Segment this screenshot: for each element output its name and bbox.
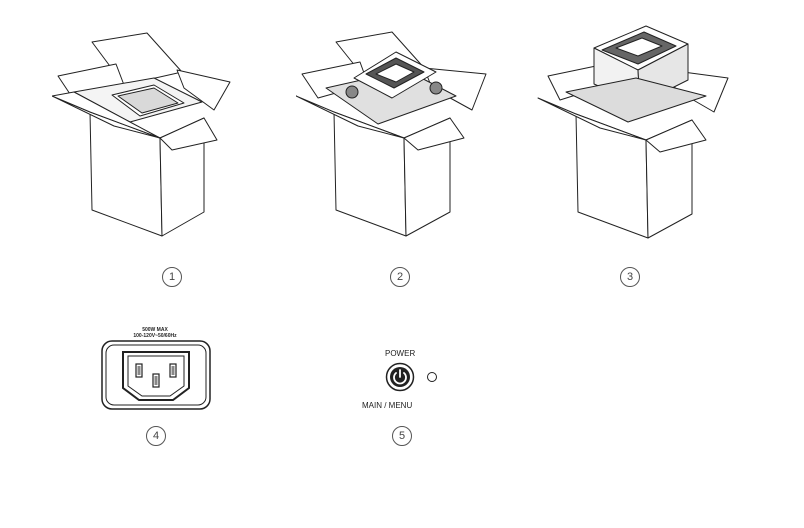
power-inlet-icon [101, 340, 211, 410]
power-label: POWER [385, 349, 416, 358]
power-inlet [101, 340, 211, 410]
step-number-1: 1 [162, 267, 182, 287]
open-box-icon [296, 31, 487, 237]
box-step-1 [52, 30, 232, 240]
step-number-4: 4 [146, 426, 166, 446]
power-button-icon [385, 362, 415, 392]
open-box-icon [52, 32, 231, 237]
box-step-3 [536, 18, 746, 244]
step-number-2: 2 [390, 267, 410, 287]
box-step-2 [296, 22, 506, 242]
step-number-5: 5 [392, 426, 412, 446]
inlet-rating-line1: 500W MAX [142, 327, 168, 333]
led-indicator [426, 371, 438, 383]
led-indicator-icon [427, 372, 437, 382]
power-button [385, 362, 415, 392]
inlet-rating-line2: 100-120V~50/60Hz [133, 333, 177, 339]
step-number-3: 3 [620, 267, 640, 287]
main-menu-label: MAIN / MENU [362, 401, 413, 410]
open-box-icon [537, 25, 729, 239]
